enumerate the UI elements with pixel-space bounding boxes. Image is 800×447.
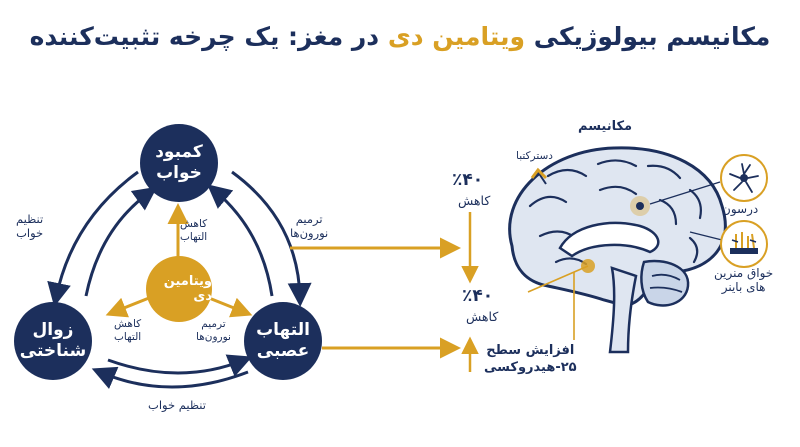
arc-right-outer — [231, 170, 312, 307]
arc-left-outer — [47, 170, 139, 307]
stat-top-value: ٪۴۰ — [452, 170, 484, 190]
node-cognitive-decline: زوال شناختی — [14, 302, 92, 380]
arc-right-inner — [207, 184, 274, 297]
arc-bottom-outer — [91, 366, 249, 389]
label-center-right: ترمیم نورون‌ها — [196, 318, 231, 343]
stat-bottom-label: کاهش — [466, 309, 499, 324]
label-right-outer: ترمیم نورون‌ها — [290, 212, 329, 240]
page-title: مکانیسم بیولوژیکی ویتامین دی در مغز: یک … — [0, 22, 800, 51]
increase-label: افزایش سطح ۲۵-هیدروکسی — [484, 343, 577, 375]
label-left-outer: تنظیم خواب — [16, 212, 44, 240]
brain-illustration — [508, 146, 727, 354]
spoke-right — [203, 294, 253, 318]
barrier-label: خواق منرین های باینر — [714, 266, 774, 294]
title-part2: در مغز: یک چرخه تثبیت‌کننده — [29, 22, 380, 51]
neuron-label: درسون — [722, 202, 759, 216]
label-center-up: کاهش التهاب — [180, 218, 208, 243]
title-part1: مکانیسم بیولوژیکی — [533, 22, 771, 51]
node-vitamin-d: ویتامین دی — [146, 256, 212, 322]
node-neuroinflammation: التهاب عصبی — [244, 302, 322, 380]
neuron-icon — [720, 154, 768, 202]
stat-top-label: کاهش — [458, 193, 491, 208]
label-center-left: کاهش التهاب — [114, 318, 142, 343]
barrier-icon — [720, 220, 768, 268]
arc-left-inner — [84, 186, 158, 297]
title-highlight: ویتامین دی — [387, 22, 525, 51]
astrocyte-label: دسترکتبا — [516, 150, 553, 162]
stat-bottom-value: ٪۴۰ — [462, 286, 494, 306]
mechanism-heading: مکانیسم — [578, 119, 633, 134]
arc-bottom-inner — [107, 354, 253, 377]
node-sleep-deficiency: کمبود خواب — [140, 124, 218, 202]
label-bottom-outer: تنظیم خواب — [148, 398, 206, 412]
